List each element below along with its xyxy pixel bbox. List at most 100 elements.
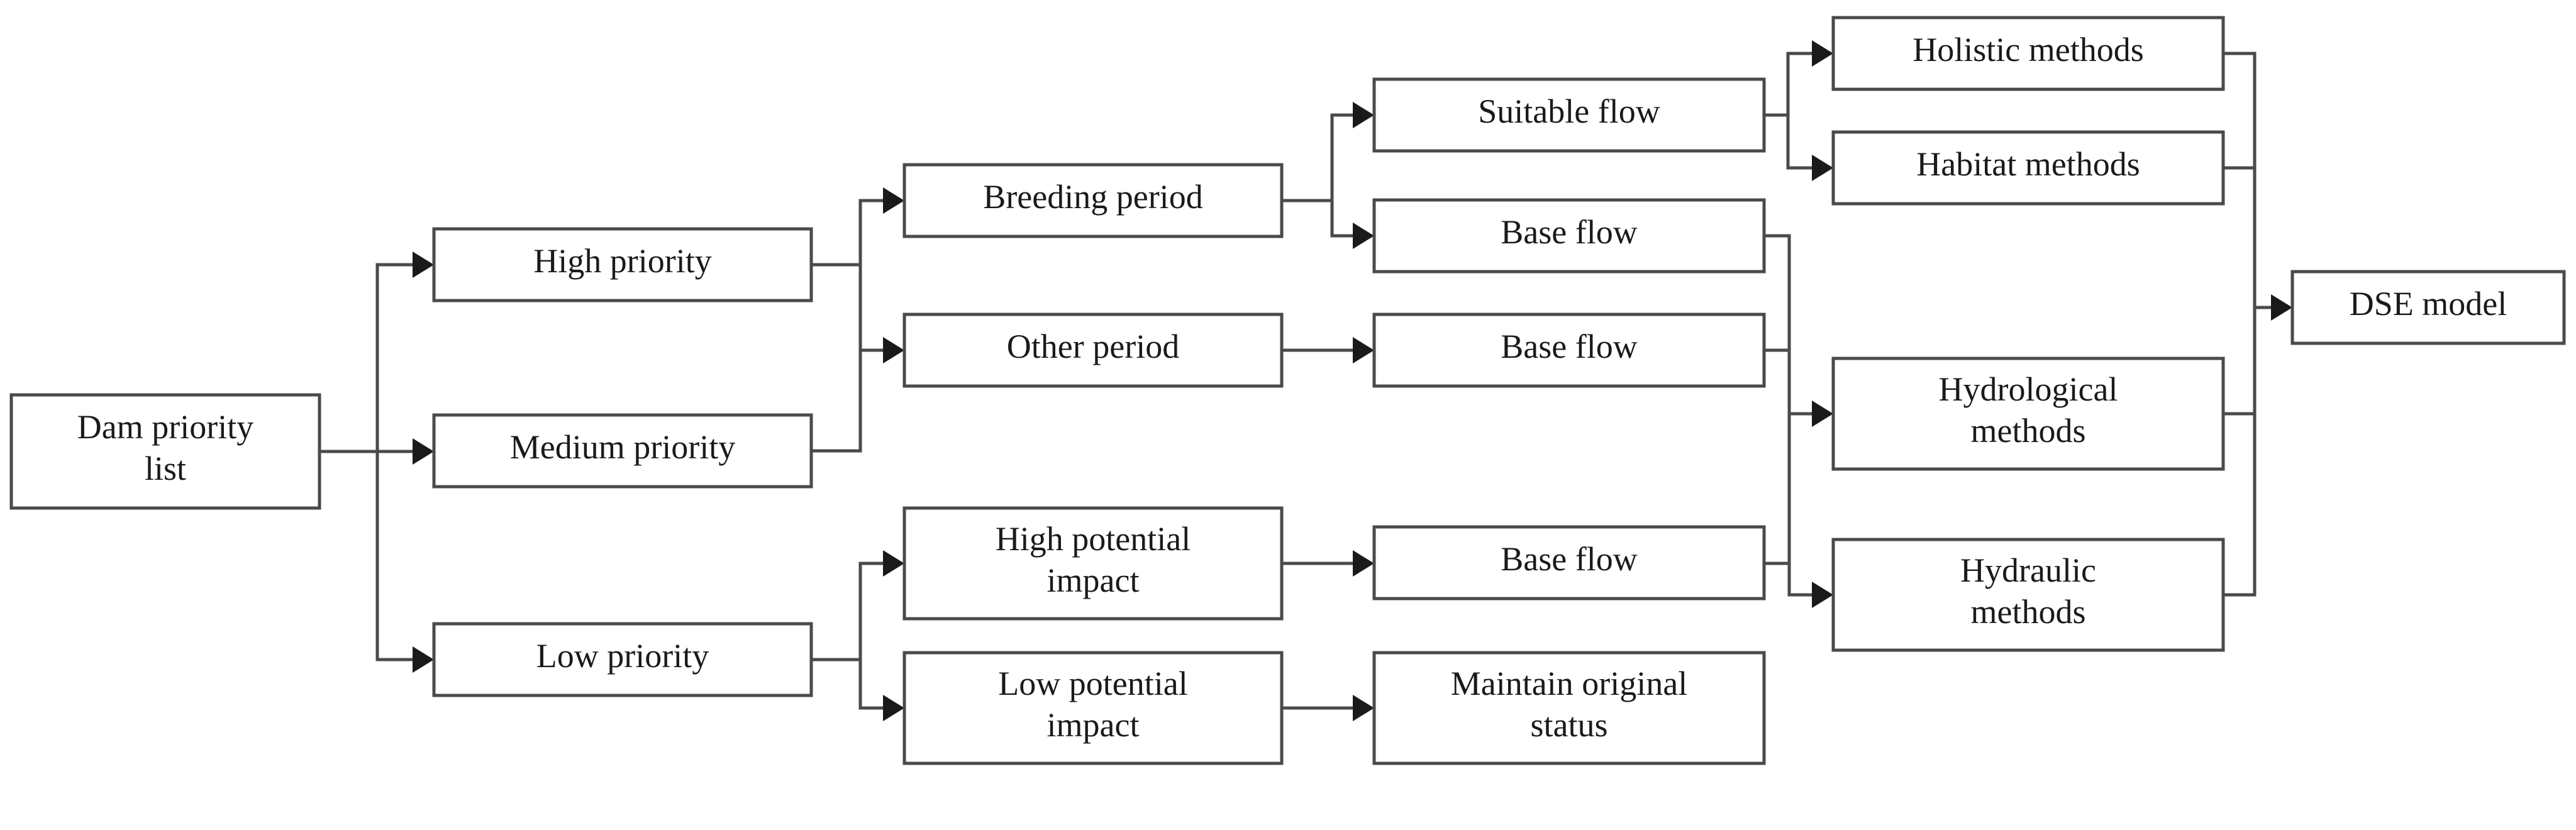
node-label: Medium priority (510, 428, 735, 466)
node-box[interactable] (9, 393, 321, 510)
node-habitat-methods[interactable]: Habitat methods (1831, 130, 2225, 206)
node-box[interactable] (902, 313, 1284, 388)
node-label-line: DSE model (2350, 285, 2507, 323)
edge-low-to-lowimpact (858, 660, 904, 721)
edge-path (858, 199, 889, 265)
node-dse-model[interactable]: DSE model (2290, 270, 2566, 345)
arrowhead-icon (1353, 223, 1374, 249)
edge-dam-to-medium (319, 438, 434, 465)
edge-path (1787, 414, 1818, 597)
node-label-line: impact (1047, 706, 1140, 744)
node-suitable-flow[interactable]: Suitable flow (1372, 77, 1766, 153)
node-label-line: Low priority (536, 637, 709, 675)
node-label: DSE model (2350, 285, 2507, 323)
arrowhead-icon (1353, 102, 1374, 128)
node-label-line: Maintain original (1451, 665, 1687, 702)
arrowhead-icon (1812, 401, 1833, 427)
edge-breeding-to-baseflow (1330, 201, 1374, 249)
node-label-line: list (145, 450, 186, 487)
node-label: Base flow (1501, 213, 1637, 251)
arrowhead-icon (413, 252, 434, 278)
node-label-line: Base flow (1501, 328, 1637, 365)
node-box[interactable] (902, 506, 1284, 621)
edge-breeding-to-suitable (1282, 102, 1374, 202)
arrowhead-icon (1353, 337, 1374, 363)
node-box[interactable] (432, 227, 813, 302)
edge-bus-to-breeding (858, 187, 904, 265)
node-label-line: Medium priority (510, 428, 735, 466)
node-box[interactable] (902, 651, 1284, 765)
arrowhead-icon (1353, 550, 1374, 577)
arrowhead-icon (883, 550, 904, 577)
edge-low-to-highimpact (811, 550, 904, 661)
node-high-priority[interactable]: High priority (432, 227, 813, 302)
arrowhead-icon (413, 646, 434, 673)
node-box[interactable] (1372, 198, 1766, 274)
edge-path (1764, 562, 1791, 595)
arrowhead-icon (1812, 40, 1833, 67)
node-label-line: Low potential (998, 665, 1187, 702)
node-label: Low priority (536, 637, 709, 675)
edge-path (858, 660, 889, 710)
node-box[interactable] (1372, 525, 1766, 600)
node-box[interactable] (902, 163, 1284, 238)
node-box[interactable] (432, 413, 813, 489)
edge-path (1764, 234, 1791, 414)
node-other-period[interactable]: Other period (902, 313, 1284, 388)
node-label-line: Base flow (1501, 213, 1637, 251)
edge-path (319, 263, 419, 453)
node-base-flow-other[interactable]: Base flow (1372, 313, 1766, 388)
node-label-line: Suitable flow (1478, 92, 1660, 130)
node-box[interactable] (1831, 16, 2225, 91)
node-label: Low potential impact (998, 665, 1187, 744)
node-box[interactable] (1831, 538, 2225, 652)
edge-other-to-baseflow (1282, 337, 1374, 363)
node-label: Base flow (1501, 540, 1637, 578)
node-box[interactable] (1372, 77, 1766, 153)
node-box[interactable] (1372, 651, 1766, 765)
arrowhead-icon (883, 337, 904, 363)
node-base-flow-breeding[interactable]: Base flow (1372, 198, 1766, 274)
edge-path (1786, 115, 1818, 170)
edge-baseflow-impact-to-bus (1764, 562, 1791, 595)
node-breeding-period[interactable]: Breeding period (902, 163, 1284, 238)
edges-layer (319, 40, 2292, 721)
arrowhead-icon (1812, 155, 1833, 181)
arrowhead-icon (1353, 695, 1374, 721)
arrowhead-icon (1812, 582, 1833, 608)
edge-path (858, 265, 889, 352)
node-label-line: methods (1971, 593, 2086, 631)
edge-lowimpact-to-maintain (1282, 695, 1374, 721)
node-low-potential-impact[interactable]: Low potential impact (902, 651, 1284, 765)
node-holistic-methods[interactable]: Holistic methods (1831, 16, 2225, 91)
node-box[interactable] (1831, 130, 2225, 206)
node-box[interactable] (2290, 270, 2566, 345)
node-label-line: Habitat methods (1916, 145, 2140, 183)
arrowhead-icon (883, 187, 904, 214)
node-box[interactable] (1372, 313, 1766, 388)
edge-highimpact-to-baseflow (1282, 550, 1374, 577)
node-medium-priority[interactable]: Medium priority (432, 413, 813, 489)
node-label: Suitable flow (1478, 92, 1660, 130)
node-label: Other period (1007, 328, 1179, 365)
node-box[interactable] (432, 622, 813, 697)
node-low-priority[interactable]: Low priority (432, 622, 813, 697)
edge-baseflow-breeding-to-bus (1764, 234, 1791, 414)
node-base-flow-impact[interactable]: Base flow (1372, 525, 1766, 600)
node-label-line: methods (1971, 412, 2086, 450)
edge-dam-to-low (375, 451, 434, 673)
node-label: Holistic methods (1913, 31, 2143, 69)
edge-path (2223, 307, 2257, 597)
edge-dse-bus-to-dse (2255, 294, 2292, 321)
node-box[interactable] (1831, 357, 2225, 471)
